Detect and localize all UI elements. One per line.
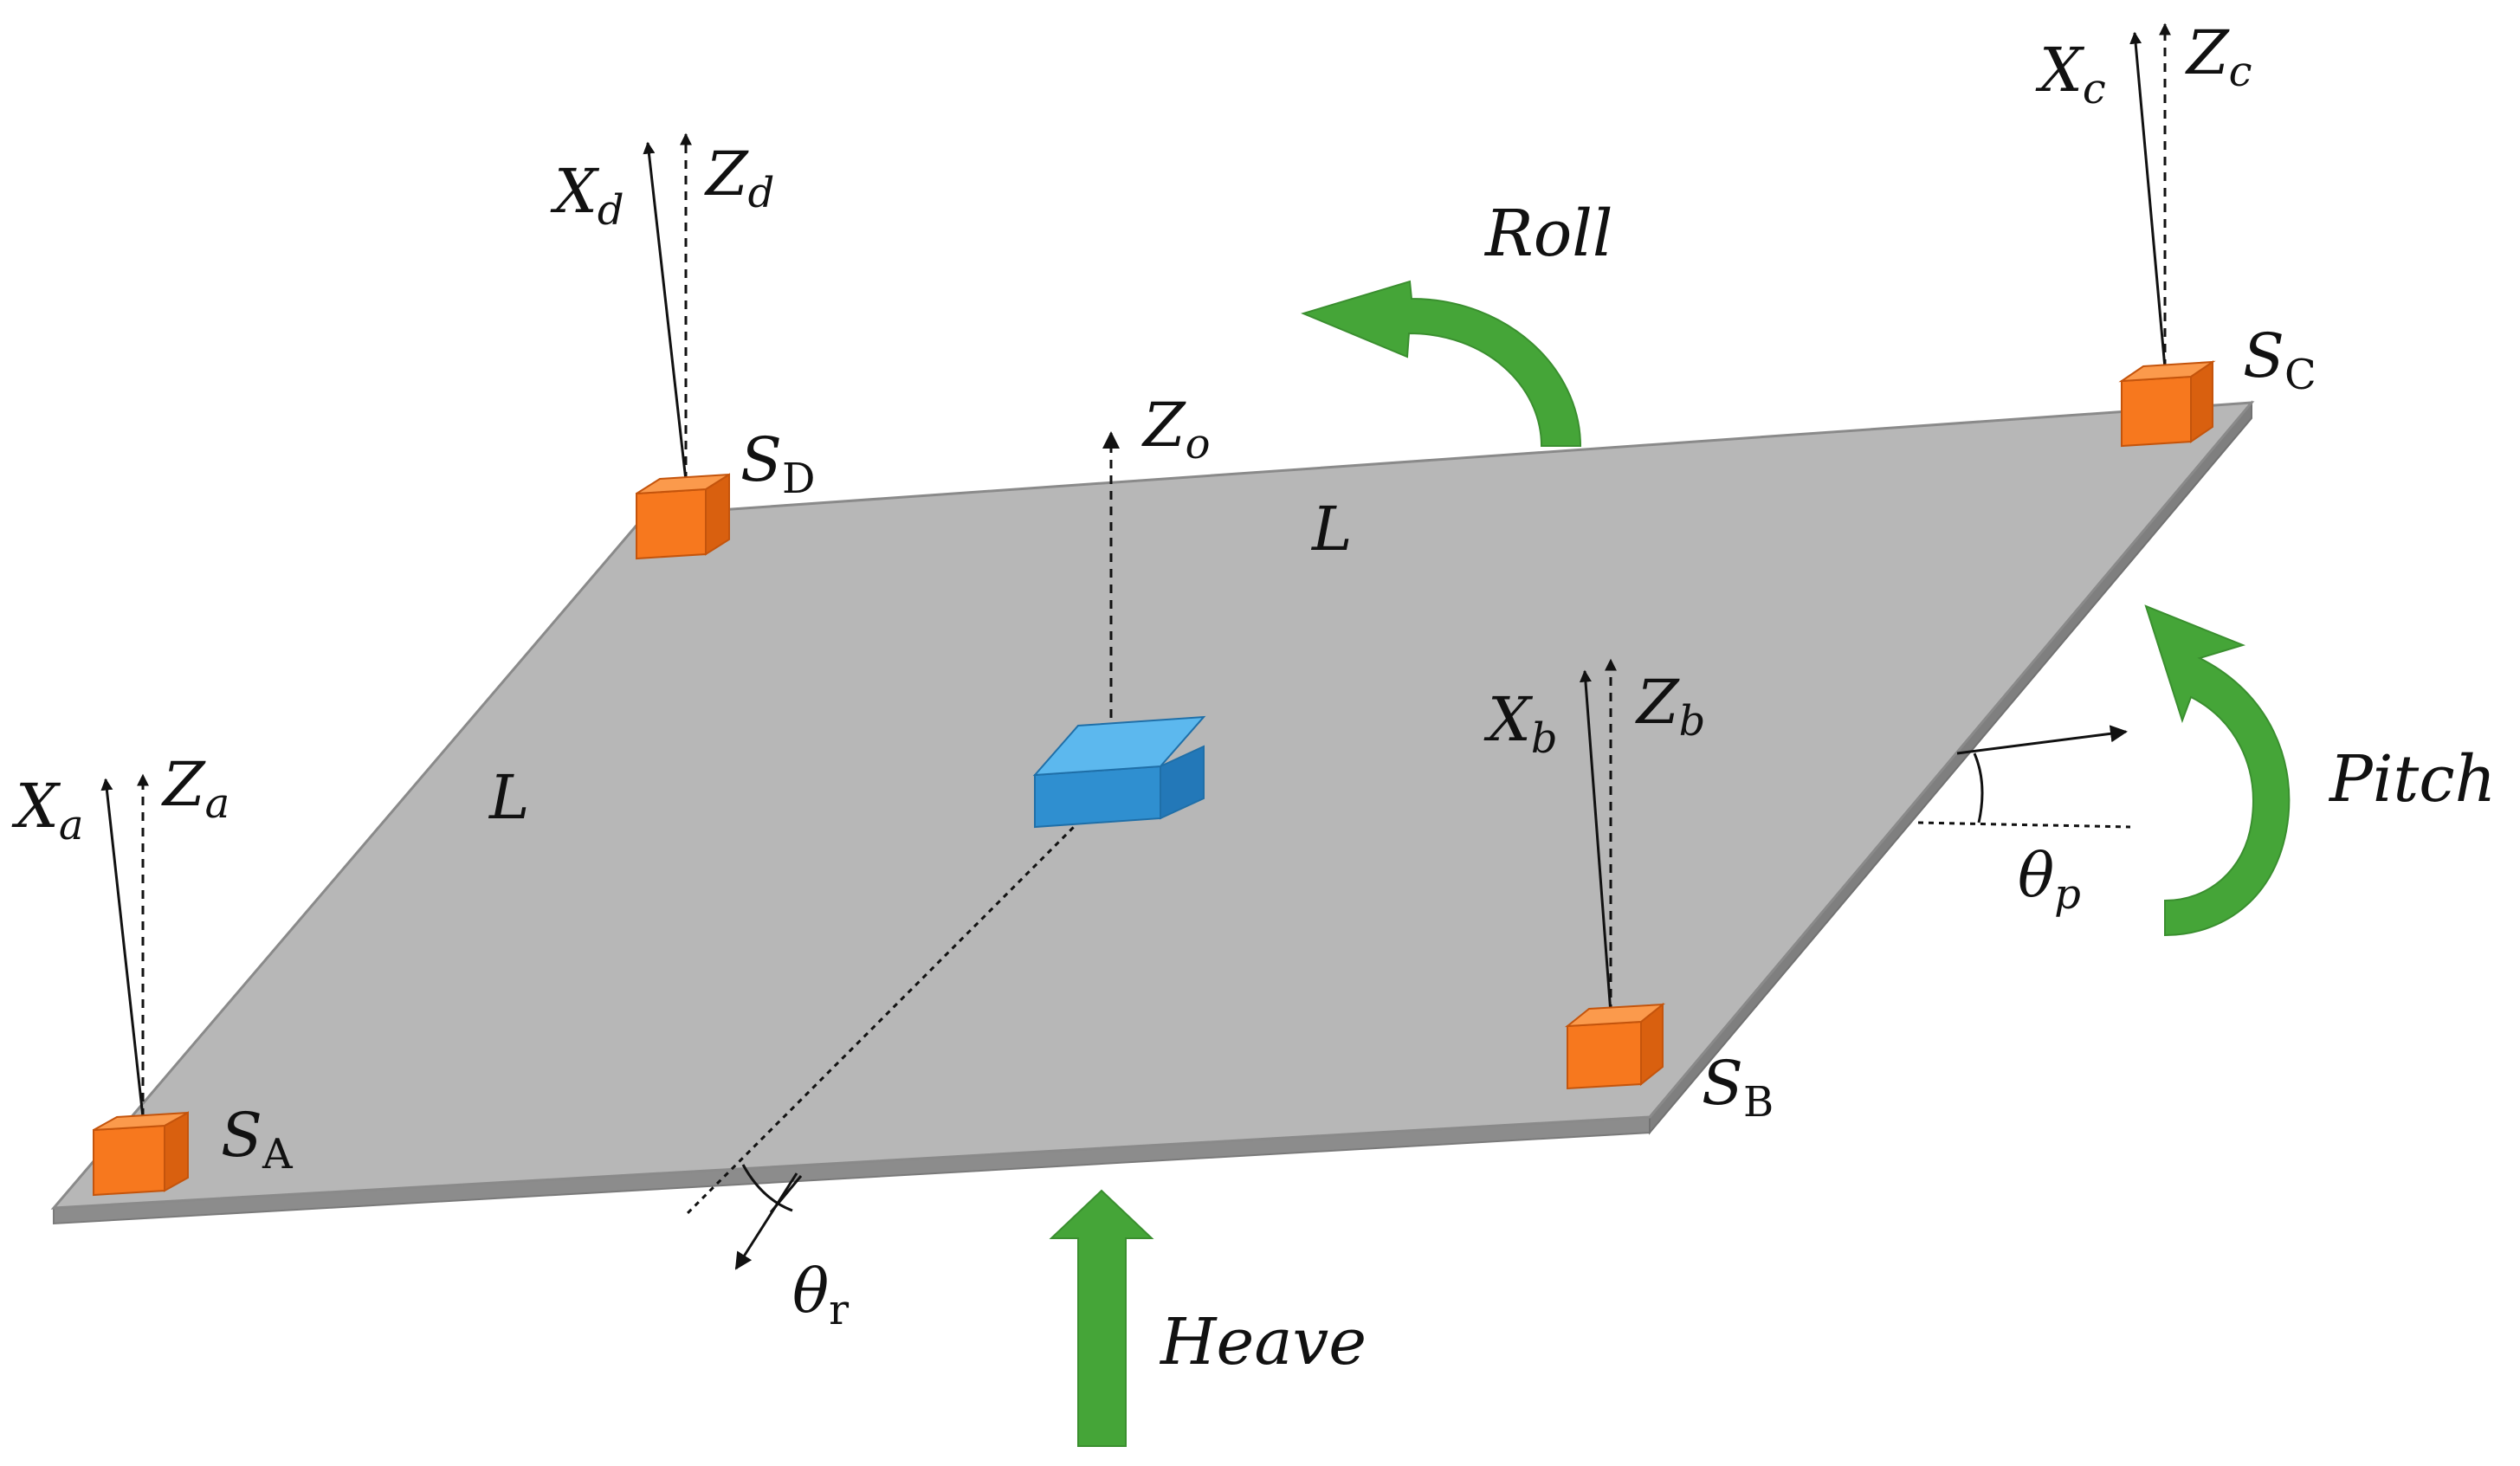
roll-angle-label: θr	[792, 1256, 849, 1334]
pitch-horizontal-line	[1917, 821, 2131, 829]
side-length-left: L	[488, 762, 529, 833]
sensor-d-label: SD	[740, 424, 815, 503]
pitch-label: Pitch	[2328, 742, 2496, 817]
pitch-tilted-line	[1956, 725, 2128, 755]
sensor-b-label: SB	[1702, 1048, 1774, 1127]
center-block	[1032, 715, 1206, 829]
roll-label: Roll	[1483, 197, 1613, 271]
axis-xb-label: Xb	[1483, 684, 1558, 763]
axis-zc-label: Zc	[2185, 17, 2252, 96]
axis-za-label: Za	[161, 749, 229, 828]
side-length-top: L	[1310, 494, 1352, 565]
sensor-c-label: SC	[2243, 320, 2316, 399]
pitch-arrow	[2144, 604, 2291, 937]
roll-angle-tick	[769, 1175, 803, 1213]
axis-zb-label: Zb	[1635, 667, 1705, 746]
heave-arrow	[1049, 1189, 1154, 1447]
axis-zd-label: Zd	[704, 139, 774, 217]
roll-axis-line	[682, 804, 1097, 1218]
axis-xc-label: Xc	[2035, 35, 2106, 113]
sensor-a	[93, 773, 189, 1197]
pitch-angle-label: θp	[2018, 840, 2081, 919]
sensor-a-label: SA	[221, 1100, 294, 1179]
axis-xa-label: Xa	[11, 771, 83, 849]
axis-xd-label: Xd	[550, 156, 624, 235]
pitch-angle-arc	[1973, 752, 1984, 823]
sensor-d	[636, 132, 730, 560]
sensor-c	[2118, 23, 2216, 448]
axis-zo-label: Zo	[1141, 390, 1211, 468]
heave-label: Heave	[1159, 1305, 1367, 1379]
roll-arrow	[1301, 280, 1582, 447]
sensor-b	[1564, 658, 1666, 1090]
roll-angle-arc	[741, 1164, 793, 1212]
roll-tilted-axis	[734, 1172, 798, 1270]
